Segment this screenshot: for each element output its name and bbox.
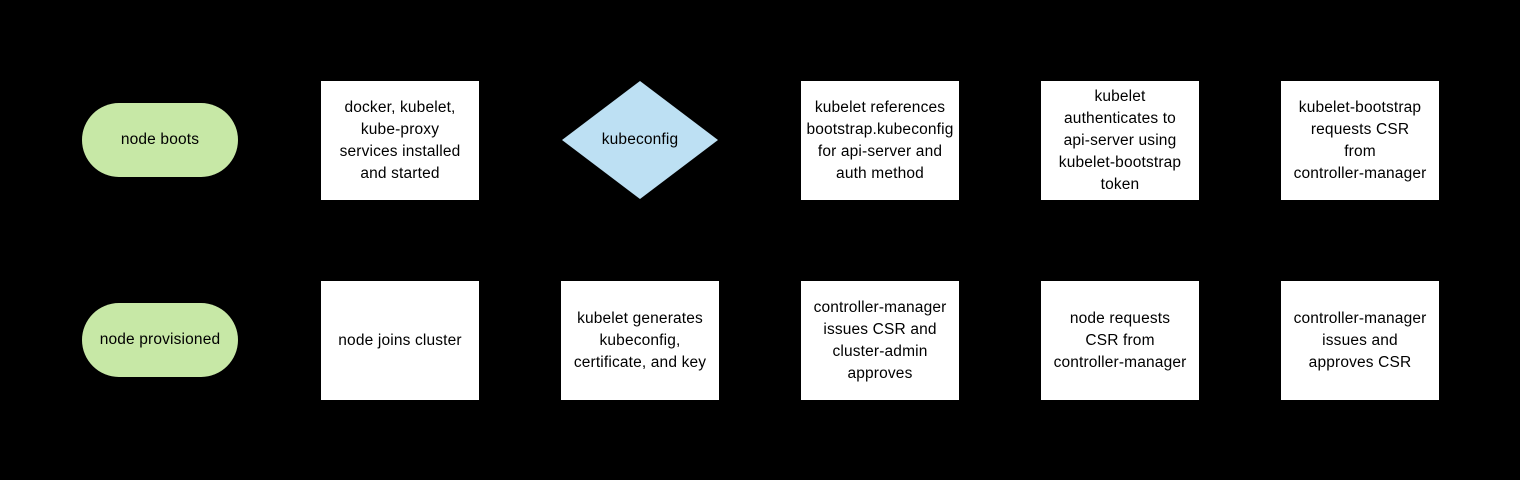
flow-node-kubelet-references-bootstrap[interactable]: kubelet references bootstrap.kubeconfig … (801, 81, 959, 200)
node-label: docker, kubelet, kube-proxy services ins… (339, 98, 461, 182)
flow-node-kubeconfig[interactable]: kubeconfig (562, 81, 718, 199)
node-label: kubelet references bootstrap.kubeconfig … (806, 98, 954, 182)
node-label: node joins cluster (338, 331, 462, 349)
flow-node-node-boots[interactable]: node boots (82, 103, 238, 177)
node-label: node requests CSR from controller-manage… (1053, 309, 1187, 371)
flow-node-node-joins-cluster[interactable]: node joins cluster (321, 281, 479, 400)
flow-node-controller-manager-issues-approves[interactable]: controller-manager issues and approves C… (1281, 281, 1439, 400)
node-label: node boots (120, 131, 200, 148)
node-label: kubelet-bootstrap requests CSR from cont… (1293, 98, 1427, 182)
flow-node-controller-manager-issues-csr[interactable]: controller-manager issues CSR and cluste… (801, 281, 959, 400)
flow-node-kubelet-authenticates[interactable]: kubelet authenticates to api-server usin… (1041, 81, 1199, 200)
node-label: controller-manager issues CSR and cluste… (813, 298, 947, 382)
flow-node-kubelet-bootstrap-requests-csr[interactable]: kubelet-bootstrap requests CSR from cont… (1281, 81, 1439, 200)
node-label: kubelet generates kubeconfig, certificat… (573, 309, 707, 371)
node-label: kubelet authenticates to api-server usin… (1058, 87, 1182, 193)
node-label: node provisioned (99, 331, 221, 348)
flow-node-node-provisioned[interactable]: node provisioned (82, 303, 238, 377)
node-label: controller-manager issues and approves C… (1293, 309, 1427, 371)
node-label: kubeconfig (601, 131, 679, 148)
flow-node-services-installed[interactable]: docker, kubelet, kube-proxy services ins… (321, 81, 479, 200)
flow-node-kubelet-generates[interactable]: kubelet generates kubeconfig, certificat… (561, 281, 719, 400)
flow-node-node-requests-csr[interactable]: node requests CSR from controller-manage… (1041, 281, 1199, 400)
